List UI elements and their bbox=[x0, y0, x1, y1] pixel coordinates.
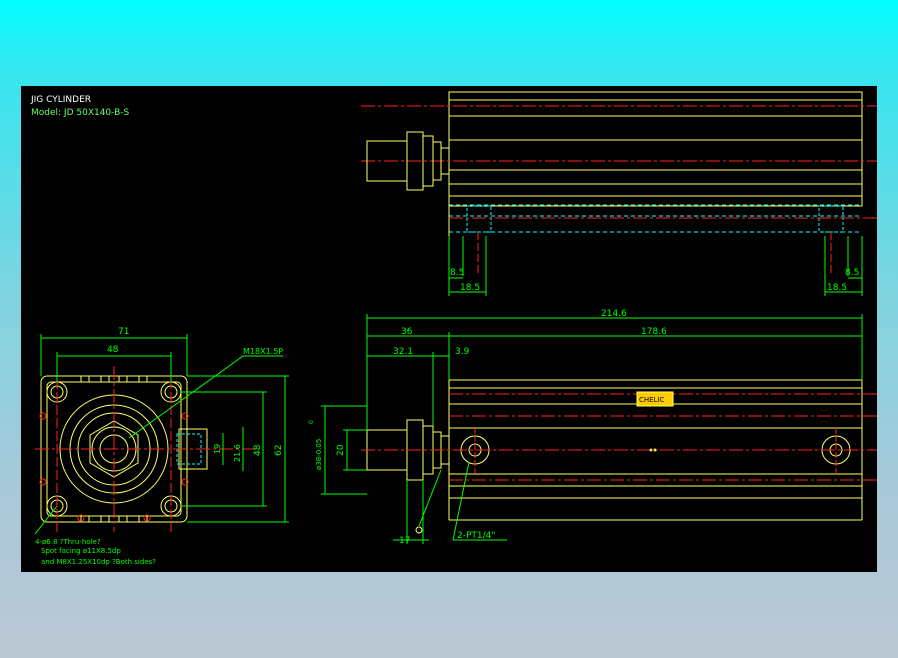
dim-port-depth: 21.6 bbox=[233, 444, 242, 462]
port-callout: 2-PT1/4" bbox=[457, 531, 496, 541]
dim-overall-length: 214.6 bbox=[601, 309, 627, 319]
dim-rod-dia: 20 bbox=[336, 444, 346, 456]
dim-top-left-large: 18.5 bbox=[460, 283, 480, 293]
dim-port-dia: 19 bbox=[213, 444, 222, 454]
dim-rod-extension: 32.1 bbox=[393, 347, 413, 357]
dim-front-height-total: 62 bbox=[274, 445, 284, 456]
dim-body-length: 178.6 bbox=[641, 327, 667, 337]
drawing-title: JIG CYLINDER bbox=[30, 95, 91, 105]
dim-rod-length: 36 bbox=[401, 327, 413, 337]
dim-rod-dia-tol: ø38-0.05 bbox=[315, 439, 323, 470]
bottom-side-view bbox=[321, 314, 877, 544]
dim-flange: 3.9 bbox=[455, 347, 470, 357]
dim-front-width-holes: 48 bbox=[107, 345, 119, 355]
brand-badge-label: CHELIC bbox=[639, 396, 665, 404]
drawing-canvas[interactable]: JIG CYLINDER Model: JD 50X140-B-S bbox=[21, 86, 877, 572]
dim-rod-dia-tol-upper: 0 bbox=[308, 420, 315, 424]
hole-note-2: Spot facing ø11X8.5dp bbox=[41, 547, 121, 555]
model-label: Model: JD 50X140-B-S bbox=[31, 108, 130, 118]
thread-callout: M18X1.5P bbox=[243, 347, 283, 356]
dim-top-right-large: 18.5 bbox=[827, 283, 847, 293]
cad-drawing: JIG CYLINDER Model: JD 50X140-B-S bbox=[30, 91, 877, 566]
top-side-view bbox=[361, 91, 877, 296]
hole-note-1: 4-ø6.8 ?Thru-hole? bbox=[35, 538, 101, 546]
front-view bbox=[34, 334, 289, 535]
hole-note-3: and M8X1.25X10dp ?Both sides? bbox=[41, 558, 156, 566]
dim-top-right-small: 8.5 bbox=[845, 268, 859, 278]
dim-front-height-holes: 48 bbox=[253, 444, 263, 456]
dim-wrench-flat: 17 bbox=[399, 536, 410, 546]
dim-front-width-total: 71 bbox=[118, 327, 129, 337]
dim-top-left-small: 8.5 bbox=[450, 268, 464, 278]
